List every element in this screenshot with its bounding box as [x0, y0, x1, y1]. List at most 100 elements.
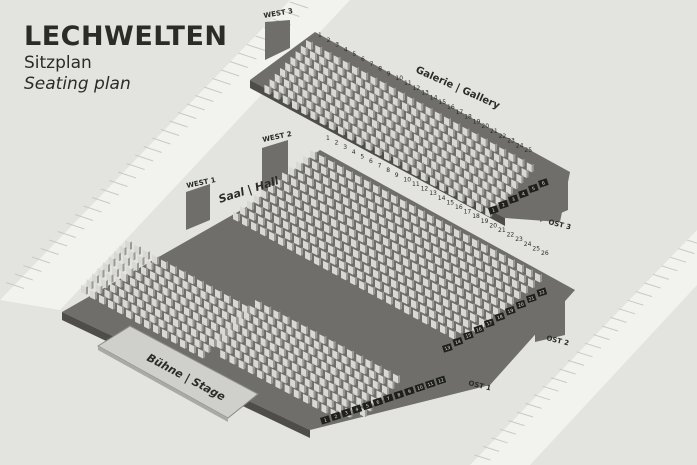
seat-side — [243, 361, 246, 370]
seat — [409, 203, 414, 214]
seat-side — [515, 269, 517, 279]
seat — [305, 166, 310, 177]
seat — [440, 324, 445, 335]
seat — [419, 256, 424, 267]
seat-side — [324, 57, 327, 66]
seat — [402, 209, 407, 220]
seat — [357, 185, 362, 195]
seat — [324, 223, 329, 234]
right-box — [473, 324, 485, 335]
stair-step — [117, 171, 137, 179]
seat-side — [370, 228, 372, 237]
seat — [310, 150, 315, 160]
seat-side — [337, 351, 340, 360]
seat-side — [147, 294, 150, 303]
seat — [499, 252, 504, 263]
seat-side — [369, 99, 371, 108]
seat — [408, 241, 413, 251]
seat-side — [459, 229, 461, 239]
seat-side — [473, 182, 475, 191]
seat-side — [441, 156, 444, 165]
seat-side — [465, 261, 467, 270]
seat-side — [256, 222, 258, 232]
seat-side — [157, 256, 159, 265]
stair-step — [542, 385, 559, 392]
seat-side — [194, 345, 196, 354]
seat — [503, 273, 508, 284]
seat — [281, 209, 286, 220]
stair-step — [635, 291, 653, 298]
seat — [430, 271, 435, 282]
seat-side — [387, 386, 389, 395]
seat — [247, 364, 253, 375]
seat-side — [133, 294, 135, 304]
seat-side — [302, 96, 305, 105]
seat — [292, 224, 297, 235]
seat-side — [350, 366, 353, 376]
hall-row-number: 2 — [335, 140, 339, 147]
seat — [501, 263, 506, 274]
seat-side — [269, 86, 272, 95]
seat — [359, 280, 364, 291]
seat-side — [440, 257, 442, 266]
seat — [431, 319, 436, 330]
seat-side — [477, 192, 479, 202]
seat-side — [289, 80, 291, 89]
seat — [347, 130, 353, 141]
seat-side — [349, 105, 352, 114]
seat-side — [326, 166, 328, 176]
right-box-number: 21 — [528, 295, 535, 303]
seat-side — [416, 108, 419, 117]
seat-side — [428, 140, 431, 149]
seat — [481, 243, 486, 254]
seat-side — [448, 299, 450, 308]
seat-side — [276, 370, 279, 379]
seat-side — [351, 171, 353, 180]
seat-side — [435, 178, 437, 187]
seat-side — [296, 321, 299, 330]
seat — [364, 264, 369, 275]
seat — [198, 348, 203, 359]
seat — [257, 369, 262, 380]
hall-row-number: 13 — [429, 190, 437, 197]
page-subtitle-english: Seating plan — [24, 74, 131, 94]
seat-side — [429, 124, 432, 133]
seat-side — [342, 345, 345, 355]
seat-side — [324, 116, 327, 126]
seat — [117, 304, 122, 315]
front-box — [351, 404, 363, 414]
seat-side — [194, 302, 197, 311]
seat-side — [475, 149, 478, 159]
seat-side — [284, 200, 286, 209]
seat-side — [299, 236, 301, 246]
seat-side — [104, 296, 106, 305]
seat — [473, 285, 478, 296]
seat — [386, 294, 391, 305]
seat-side — [443, 230, 445, 240]
seat-side — [313, 347, 316, 356]
hall-row-number: 22 — [507, 232, 515, 239]
seat-side — [430, 107, 433, 117]
gallery-row-number: 19 — [473, 118, 481, 125]
seat-side — [400, 301, 402, 310]
seat-side — [113, 301, 115, 310]
seat-side — [441, 220, 443, 229]
seat-side — [392, 259, 394, 268]
seat — [425, 287, 430, 298]
seat-side — [371, 276, 373, 285]
seat-side — [272, 222, 274, 231]
seat-side — [459, 314, 461, 324]
ost-2-label: OST 2 — [546, 334, 570, 347]
seat-side — [421, 162, 424, 171]
seat-side — [506, 264, 508, 274]
seat — [284, 384, 290, 394]
seat — [337, 164, 342, 175]
seat-side — [344, 176, 346, 186]
seat-side — [411, 113, 413, 123]
seat-side — [278, 354, 281, 363]
seat-side — [106, 280, 108, 289]
seat — [414, 272, 419, 283]
seat-side — [437, 283, 439, 293]
seat-side — [199, 339, 202, 348]
seat-side — [388, 238, 390, 247]
